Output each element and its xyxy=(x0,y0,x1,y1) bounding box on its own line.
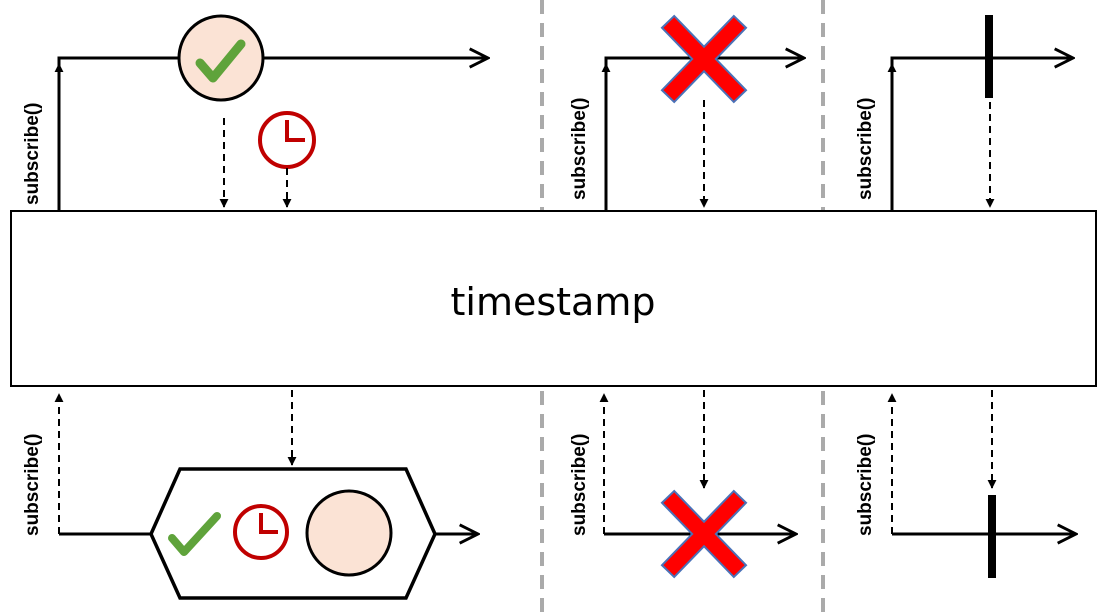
subscribe-label-downstream-3: subscribe() xyxy=(855,434,876,536)
subscribe-label-upstream-3: subscribe() xyxy=(855,98,876,200)
section-error xyxy=(599,14,804,579)
error-x-icon xyxy=(660,14,748,104)
output-checkmark-icon xyxy=(168,512,221,556)
section-completion xyxy=(887,15,1076,578)
output-item-circle xyxy=(305,489,393,577)
operator-label: timestamp xyxy=(451,280,656,324)
section-item-emission xyxy=(54,14,488,600)
checkmark-icon xyxy=(195,39,246,83)
subscribe-label-upstream-1: subscribe() xyxy=(22,103,43,205)
subscribe-label-upstream-2: subscribe() xyxy=(569,98,590,200)
operator-box xyxy=(10,210,1097,387)
subscribe-label-downstream-2: subscribe() xyxy=(569,434,590,536)
clock-icon xyxy=(258,111,316,169)
output-clock-icon xyxy=(233,504,289,560)
upstream-timeline-3 xyxy=(890,58,1073,210)
output-error-x-icon xyxy=(660,489,748,579)
source-item-circle xyxy=(177,14,265,102)
subscribe-label-downstream-1: subscribe() xyxy=(22,434,43,536)
